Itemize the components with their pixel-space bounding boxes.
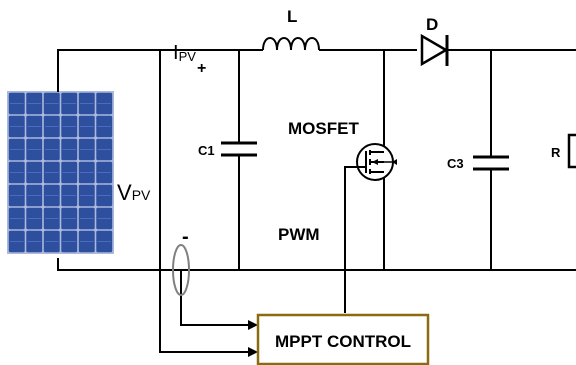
solar-panel [7, 91, 114, 254]
voltage-sensor [172, 244, 190, 296]
c3-label: C3 [447, 156, 464, 171]
inductor-label: L [287, 7, 297, 26]
minus-sign: - [182, 226, 189, 248]
bottom-wire [57, 258, 576, 271]
c1-label: C1 [198, 143, 215, 158]
plus-sign: + [197, 60, 206, 77]
vpv-label: VPV [117, 180, 151, 205]
diode-label: D [426, 15, 438, 34]
pwm-label: PWM [278, 225, 320, 244]
mppt-control-label: MPPT CONTROL [275, 332, 411, 351]
ipv-label: IPV [173, 42, 196, 64]
resistor [567, 133, 576, 169]
resistor-label: R [551, 145, 561, 160]
mppt-control-box [256, 313, 430, 365]
voltage-sense-wire [180, 270, 250, 326]
diode [420, 33, 449, 67]
top-wire-left [57, 49, 263, 92]
panel-frame [7, 91, 114, 254]
current-sense-wire [159, 50, 250, 353]
mosfet-symbol [356, 143, 397, 181]
inductor [262, 37, 320, 51]
pwm-gate-wire [344, 166, 366, 313]
voltage-sense-arrowhead [248, 320, 258, 330]
current-sense-arrowhead [248, 347, 258, 357]
mosfet-label: MOSFET [288, 119, 359, 138]
